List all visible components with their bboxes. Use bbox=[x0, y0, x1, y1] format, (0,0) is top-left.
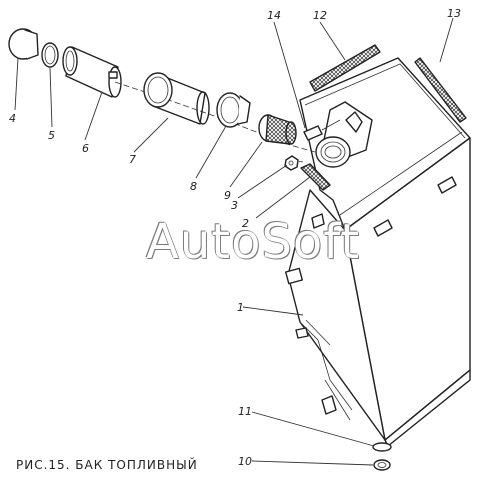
callout-10: 10 bbox=[238, 455, 252, 468]
leader-lines bbox=[14, 17, 454, 466]
callout-3: 3 bbox=[231, 199, 238, 212]
callout-7: 7 bbox=[129, 153, 136, 166]
filter-element bbox=[143, 72, 210, 125]
callout-1: 1 bbox=[237, 301, 244, 314]
callout-4: 4 bbox=[9, 112, 16, 125]
callout-11: 11 bbox=[238, 405, 252, 418]
callout-2: 2 bbox=[242, 217, 249, 230]
mounting-strap-long bbox=[309, 44, 381, 92]
vent-plug bbox=[303, 119, 341, 141]
filler-cap bbox=[8, 28, 39, 60]
callout-8: 8 bbox=[190, 180, 197, 193]
figure-caption: РИС.15. БАК ТОПЛИВНЫЙ bbox=[16, 458, 198, 472]
fuel-tank-body bbox=[284, 57, 471, 447]
callout-12: 12 bbox=[313, 9, 327, 22]
callout-6: 6 bbox=[82, 142, 89, 155]
drain-plug bbox=[373, 459, 391, 471]
mesh-strainer bbox=[258, 114, 297, 145]
strainer-tube bbox=[62, 46, 122, 98]
callout-9: 9 bbox=[224, 189, 231, 202]
watermark-logo: AutoSoft bbox=[146, 214, 361, 270]
filler-neck bbox=[315, 111, 363, 168]
mounting-strap-short bbox=[300, 163, 331, 191]
hex-nut bbox=[284, 155, 299, 171]
callout-14: 14 bbox=[267, 9, 281, 22]
drain-washer bbox=[372, 442, 392, 452]
callout-5: 5 bbox=[48, 129, 55, 142]
gasket-ring bbox=[41, 42, 59, 68]
callout-labels: 4 5 6 7 8 9 3 2 14 12 13 1 11 10 bbox=[9, 7, 461, 468]
mounting-strap-side bbox=[414, 57, 467, 123]
filter-holder-ring bbox=[216, 92, 251, 128]
callout-13: 13 bbox=[447, 7, 461, 20]
